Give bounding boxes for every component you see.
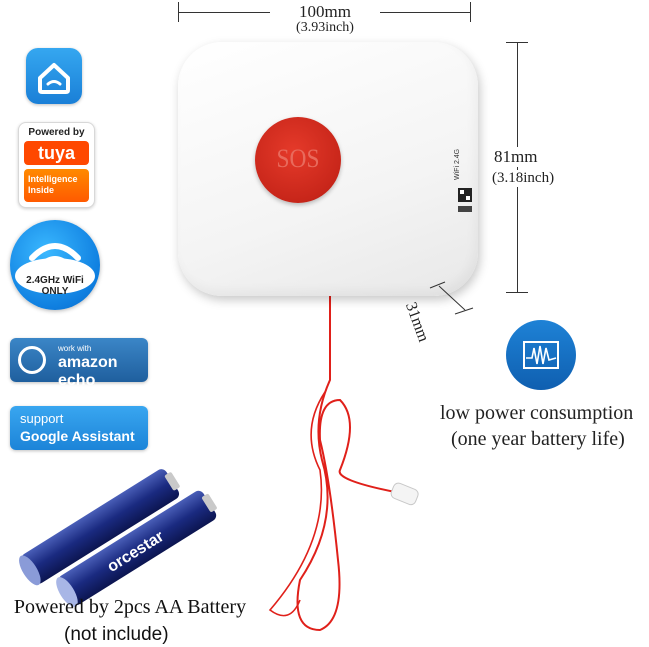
wifi-only-label: 2.4GHz WiFi ONLY [12,275,98,297]
height-dimension-tick-bottom [506,292,528,293]
sos-button [255,117,341,203]
low-power-label: low power consumption [440,402,634,424]
smart-home-app-icon [26,48,82,104]
alexa-small-label: work with [58,344,92,353]
alexa-big-label: amazon echo [58,354,118,389]
alexa-ring-icon [18,346,46,374]
works-with-amazon-echo-badge: work with amazon echo [10,338,148,389]
height-dimension-line [517,42,518,292]
depth-dimension-marks [429,281,474,315]
sos-button-label: SOS [276,144,320,173]
width-inch-label: (3.93inch) [296,20,354,35]
powered-by-tuya-badge: Powered by tuya Intelligence Inside [18,122,95,208]
height-mm-label: 81mm [494,147,564,167]
google-small-label: support [20,411,64,426]
wifi-band-text: 2.4GHz WiFi [26,275,84,286]
wifi-only-badge [10,220,100,310]
tuya-intelligence-label: Intelligence Inside [24,169,89,202]
wifi-icon [15,243,95,294]
google-big-label: Google Assistant [20,428,135,444]
battery-caption: Powered by 2pcs AA Battery [13,596,247,618]
cord-pull-handle [390,482,419,506]
battery-life-icon [506,320,576,390]
tuya-intelligence-text: Intelligence [28,174,78,184]
tuya-powered-label: Powered by [28,127,85,138]
width-mm-label: 100mm [270,2,380,22]
tuya-logo: tuya [24,141,89,165]
wifi-only-text: ONLY [41,286,69,297]
battery-life-label: (one year battery life) [451,428,625,450]
width-dimension-tick-right [470,2,471,22]
width-dimension-tick-left [178,2,179,22]
tuya-inside-text: Inside [28,185,55,195]
height-inch-label: (3.18inch) [492,170,582,187]
battery-back [19,469,180,586]
supports-google-assistant-badge: support Google Assistant [10,406,148,450]
height-dimension-tick-top [506,42,528,43]
device-wifi-tag: WiFi 2.4G [454,148,461,180]
waveform-icon [523,341,559,369]
home-icon [38,63,70,94]
aa-batteries-illustration: orcestar [19,469,217,607]
device-qr-label [458,188,472,212]
battery-note: (not include) [64,624,169,645]
